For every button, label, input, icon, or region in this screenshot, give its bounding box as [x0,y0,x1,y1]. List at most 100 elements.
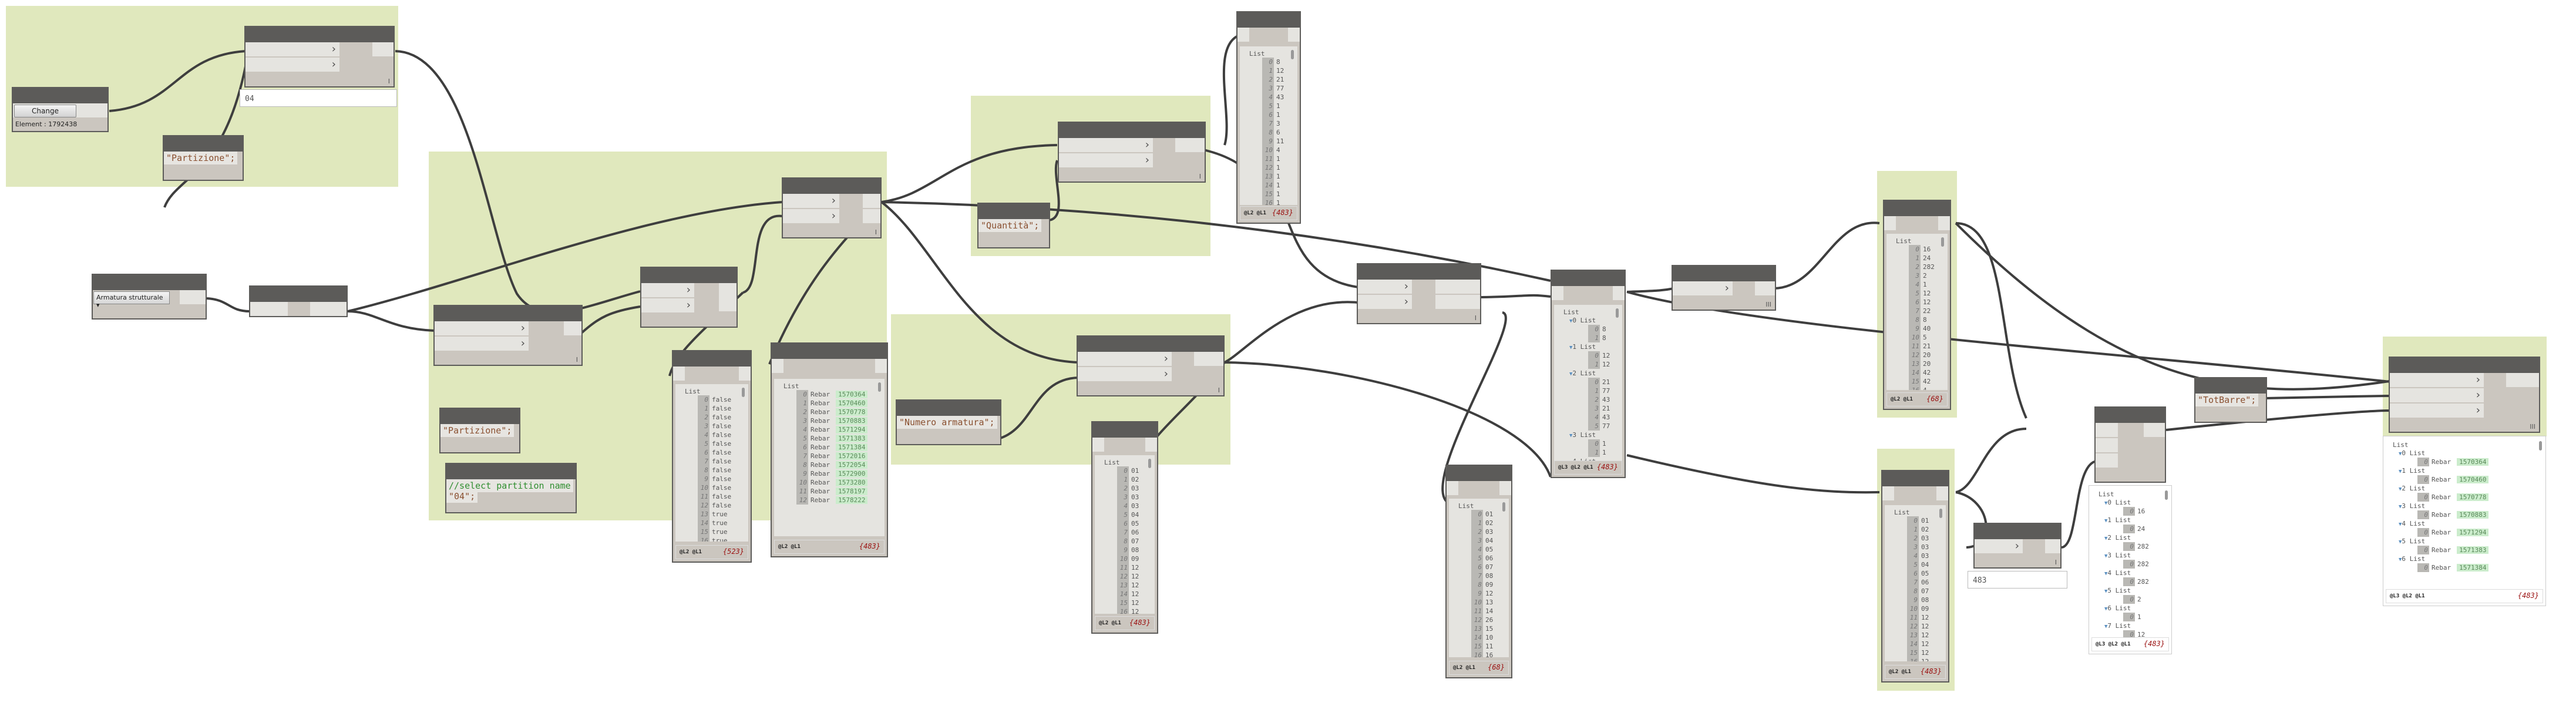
input-port-2[interactable] [2096,438,2118,452]
node-header[interactable] [772,344,887,359]
watch-scrollbar[interactable] [1148,459,1151,468]
node-header[interactable] [641,268,737,283]
output-port[interactable] [1936,486,1948,500]
input-port-element[interactable]: › [246,42,339,56]
code-block-partizione-mid[interactable]: "Partizione"; [439,408,520,453]
node-header[interactable] [246,27,394,42]
select-model-element-node[interactable]: Change Element : 1792438 [12,87,109,132]
element-id-link[interactable]: 1570883 [836,417,868,425]
element-id-link[interactable]: 1570778 [836,408,868,416]
collapse-triangle-icon[interactable]: ▼ [2399,486,2402,492]
output-port[interactable] [1499,481,1511,495]
output-port[interactable] [372,42,394,56]
input-port-parameter[interactable]: › [2390,388,2484,402]
element-id-link[interactable]: 1571383 [2457,546,2489,554]
code-block-numero-armatura[interactable]: "Numero armatura"; [896,399,1001,445]
element-id-link[interactable]: 1570364 [2457,458,2489,466]
input-port-3[interactable] [2096,453,2118,468]
node-header[interactable] [978,204,1049,219]
input-port[interactable] [1092,438,1104,452]
input-port-y[interactable]: › [641,298,694,312]
output-port[interactable] [1938,216,1950,230]
node-header[interactable] [1552,271,1625,286]
element-id-link[interactable]: 1571294 [836,426,868,433]
element-id-link[interactable]: 1571294 [2457,529,2489,536]
input-port[interactable]: › [1975,539,2023,553]
element-id-link[interactable]: 1570460 [2457,476,2489,483]
output-port-groups[interactable] [1435,280,1480,294]
output-port[interactable] [1175,138,1205,152]
element-id-link[interactable]: 1570460 [836,399,868,407]
output-port[interactable] [2045,539,2060,553]
watch-scrollbar[interactable] [1941,237,1944,247]
code-text[interactable]: "Numero armatura"; [897,416,997,429]
node-header[interactable] [435,306,581,321]
code-text[interactable]: "Partizione"; [440,424,514,437]
node-header[interactable] [1237,12,1300,28]
output-port-out[interactable] [863,209,880,223]
node-header[interactable] [897,401,1000,416]
collapse-triangle-icon[interactable]: ▼ [2399,539,2402,545]
element-id-link[interactable]: 1573280 [836,479,868,486]
input-port[interactable] [1447,481,1458,495]
collapse-triangle-icon[interactable]: ▼ [2104,606,2108,612]
code-text[interactable]: "Partizione"; [164,152,238,164]
element-id-link[interactable]: 1571384 [836,443,868,451]
watch-scrollbar[interactable] [1616,308,1619,318]
collapse-triangle-icon[interactable]: ▼ [2104,571,2108,577]
input-port[interactable] [1884,216,1896,230]
get-parameter-node-numero[interactable]: › › I [1077,335,1225,396]
collapse-triangle-icon[interactable]: ▼ [2104,624,2108,630]
element-id-link[interactable]: 1578197 [836,488,868,495]
output-port[interactable] [564,321,581,335]
collapse-triangle-icon[interactable]: ▼ [2399,557,2402,563]
node-header[interactable] [2096,408,2165,423]
output-port[interactable] [180,290,206,304]
collapse-triangle-icon[interactable]: ▼ [2399,522,2402,527]
node-header[interactable] [673,351,751,367]
node-header[interactable] [1358,264,1480,280]
collapse-triangle-icon[interactable]: ▼ [2104,553,2108,559]
node-header[interactable] [2195,378,2266,394]
input-port-element[interactable]: › [1078,352,1172,366]
code-block-totbarre[interactable]: "TotBarre"; [2194,377,2267,423]
filter-by-bool-mask-node[interactable]: › › I [782,177,882,238]
collapse-triangle-icon[interactable]: ▼ [2104,500,2108,506]
get-parameter-node-quantita[interactable]: › › I [1058,122,1206,183]
node-header[interactable] [1975,524,2060,539]
watch-scrollbar[interactable] [1939,509,1942,518]
element-id-link[interactable]: 1570778 [2457,493,2489,501]
output-port[interactable] [1755,281,1775,295]
output-port[interactable] [719,283,737,311]
input-port-keys[interactable]: › [1358,295,1412,309]
node-header[interactable] [1884,201,1950,216]
node-header[interactable] [1059,123,1205,138]
code-comment[interactable]: //select partition name [446,479,573,492]
collapse-triangle-icon[interactable]: ▼ [1569,433,1573,439]
input-port[interactable] [673,367,685,381]
node-header[interactable] [250,287,347,302]
watch-scrollbar[interactable] [1291,50,1294,59]
change-button[interactable]: Change [14,105,76,117]
input-port-list[interactable]: › [1358,280,1412,294]
get-parameter-node-partition[interactable]: › › I [433,305,583,366]
output-port[interactable] [1288,28,1300,42]
input-port-list[interactable]: › [783,194,839,208]
element-id-link[interactable]: 1572900 [836,470,868,478]
node-header[interactable] [1673,266,1775,281]
output-port[interactable] [2506,373,2539,387]
count-node[interactable]: › I [1973,523,2062,569]
input-port[interactable] [772,359,783,373]
element-id-link[interactable]: 1578222 [836,496,868,504]
